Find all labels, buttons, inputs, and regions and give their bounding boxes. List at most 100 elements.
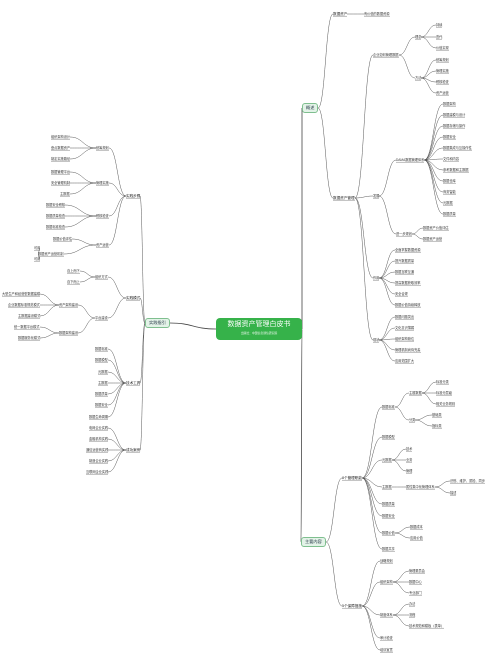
node-pr-case[interactable]: 成功案例: [126, 448, 141, 452]
node-ov-m1[interactable]: 统筹规划: [436, 58, 449, 62]
node-pr-m2b1[interactable]: 统一数据平台模式: [14, 325, 40, 329]
node-mn-f8[interactable]: 数据共享: [382, 547, 395, 551]
node-pr-m2a1[interactable]: 大型生产和经营型数据建模: [2, 292, 41, 296]
node-pr-s4b2[interactable]: 可用: [34, 257, 41, 261]
node-ov-c2[interactable]: 迭代: [436, 35, 443, 39]
node-pr-m2b2[interactable]: 数据服务化模式: [18, 336, 41, 340]
node-pr-s3[interactable]: 稽核检查: [96, 214, 109, 218]
node-ov-d8[interactable]: 数据仓库: [443, 179, 456, 183]
node-pr-m2a3[interactable]: 主数据建设模式: [18, 314, 41, 318]
node-pr-c5[interactable]: 互联网企业实践: [86, 470, 109, 474]
node-mn-g2b[interactable]: 数据中心: [409, 580, 422, 584]
node-pr-s2b[interactable]: 安全管理机制: [51, 181, 71, 185]
node-ov-d1[interactable]: 数据架构: [443, 102, 456, 106]
node-mn-g3a[interactable]: 办法: [409, 602, 416, 606]
node-mn-f6[interactable]: 数据安全: [382, 514, 395, 518]
node-pr-s4b[interactable]: 数据资产运营机制: [38, 252, 64, 256]
node-pr-m1[interactable]: 组织方式: [95, 275, 108, 279]
node-pr-s1b[interactable]: 盘点数据资产: [51, 146, 71, 150]
node-mn-f1a3[interactable]: 相关业务规则: [436, 402, 456, 406]
node-ov-m2[interactable]: 管理实施: [436, 69, 449, 73]
node-ov-r1[interactable]: 全面掌握数据资源: [395, 248, 421, 252]
node-pr-s2[interactable]: 管理实施: [96, 181, 109, 185]
node-pr-s4b1[interactable]: 可用: [34, 246, 41, 250]
node-mn-f1a2[interactable]: 标准分层级: [436, 391, 452, 395]
node-pr-t4[interactable]: 主数据: [98, 381, 108, 385]
node-ov-h5[interactable]: 应用范围扩大: [395, 359, 415, 363]
node-mn-g2c[interactable]: 专业部门: [409, 591, 422, 595]
node-ov-d9[interactable]: 商务智能: [443, 190, 456, 194]
node-ov-method[interactable]: 方法: [415, 76, 422, 80]
node-mn-f1a[interactable]: 主题数据: [409, 391, 422, 395]
central-topic[interactable]: 数据资产管理白皮书 出版社：中国信息通信研究院: [216, 318, 302, 340]
node-pr-c4[interactable]: 制造企业实践: [89, 459, 109, 463]
node-ov-d10[interactable]: 元数据: [443, 201, 453, 205]
node-mn-f4a2[interactable]: 描述: [450, 491, 457, 495]
node-ov-c3[interactable]: 价值实现: [436, 46, 449, 50]
node-mn-f3a[interactable]: 技术: [406, 447, 413, 451]
node-mn-f1a1[interactable]: 标准分类: [436, 380, 449, 384]
node-ov-m3[interactable]: 稽核检查: [436, 80, 449, 84]
node-pr-m2a[interactable]: 资产架构建设: [59, 303, 79, 307]
node-mn-g3[interactable]: 制度体系: [380, 613, 393, 617]
node-pr-m1b[interactable]: 自下而上: [67, 280, 80, 284]
node-pr-s1[interactable]: 统筹规划: [96, 146, 109, 150]
node-mn-f7[interactable]: 数据价值: [382, 531, 395, 535]
node-mn-f4[interactable]: 主数据: [382, 485, 392, 489]
node-mn-g4[interactable]: 审计检查: [380, 636, 393, 640]
node-mn-g1[interactable]: 战略规划: [380, 559, 393, 563]
node-pr-t5[interactable]: 数据质量: [95, 392, 108, 396]
node-mn-f7a[interactable]: 数据成本: [410, 525, 423, 529]
node-ov-d2[interactable]: 数据建模与设计: [443, 113, 466, 117]
node-pr-s2a[interactable]: 数据管理平台: [51, 170, 71, 174]
node-ov-r2[interactable]: 提升数据质量: [395, 259, 415, 263]
node-ov-h1[interactable]: 数据问题突出: [395, 315, 415, 319]
node-ov-role[interactable]: 作用: [373, 276, 380, 280]
node-pr-t2[interactable]: 数据模型: [95, 358, 108, 362]
node-ov-f1[interactable]: 数据资产价值评估: [423, 226, 449, 230]
node-ov-d7[interactable]: 参考数据和主数据: [443, 168, 469, 172]
node-mn-f1[interactable]: 数据标准: [382, 405, 395, 409]
node-pr-s4[interactable]: 资产运营: [96, 243, 109, 247]
node-mn-f5[interactable]: 数据质量: [382, 502, 395, 506]
node-mn-g3b[interactable]: 流程: [409, 613, 416, 617]
node-pr-s3c[interactable]: 数据标准检查: [46, 225, 66, 229]
node-ov-r6[interactable]: 数据价值持续释放: [395, 303, 421, 307]
node-ov-r4[interactable]: 提高数据获取效率: [395, 281, 421, 285]
node-mn-f2[interactable]: 数据模型: [382, 435, 395, 439]
node-ov-dama[interactable]: DAMA数据管理体系: [396, 158, 425, 162]
node-pr-c2[interactable]: 金融机构实践: [89, 437, 109, 441]
node-ov-da[interactable]: 数据资产: [333, 12, 348, 16]
node-pr-s3a[interactable]: 数据安全稽核: [46, 203, 66, 207]
node-ov-da-def[interactable]: 有价值的数据资源: [364, 12, 390, 16]
node-ov-m4[interactable]: 资产运营: [436, 91, 449, 95]
node-pr-tools[interactable]: 技术工具: [126, 381, 141, 385]
node-pr-t7[interactable]: 数据生命周期: [89, 415, 109, 419]
node-pr-t3[interactable]: 元数据: [98, 370, 108, 374]
node-ov-h3[interactable]: 组织架构缺位: [395, 337, 415, 341]
node-ov-d5[interactable]: 数据集成与互操作性: [443, 146, 472, 150]
node-mn-f3b[interactable]: 业务: [406, 458, 413, 462]
node-ov-f2[interactable]: 数据资产运营: [423, 237, 443, 241]
node-pr-s3b[interactable]: 数据质量检查: [46, 214, 66, 218]
node-pr-mode[interactable]: 实践模式: [126, 296, 141, 300]
node-ov-d4[interactable]: 数据安全: [443, 135, 456, 139]
node-ov-h4[interactable]: 管理机制尚待完善: [395, 348, 421, 352]
node-ov-d3[interactable]: 数据存储与操作: [443, 124, 466, 128]
node-ov-further[interactable]: 进一步规划: [396, 232, 412, 236]
node-ov-r3[interactable]: 数据互联互通: [395, 270, 415, 274]
node-ov-mgmt[interactable]: 数据资产管理: [333, 196, 355, 200]
node-ov-c1[interactable]: 持续: [436, 23, 443, 27]
node-mn-f1b[interactable]: 分类: [409, 418, 416, 422]
node-pr-steps[interactable]: 实践步骤: [126, 194, 141, 198]
node-pr-c1[interactable]: 电网企业实践: [89, 426, 109, 430]
node-ov-gov[interactable]: 企业如何管理数据: [373, 53, 399, 57]
node-mn-g3c[interactable]: 技术规范和模板（表单）: [409, 624, 445, 628]
node-ov-concept[interactable]: 理念: [415, 35, 422, 39]
node-pr-t1[interactable]: 数据标准: [95, 347, 108, 351]
node-pr-s4a[interactable]: 数据价值评估: [53, 237, 73, 241]
node-mn-guar[interactable]: 5个保障措施: [342, 604, 362, 608]
node-pr-m2b[interactable]: 数据架构建设: [59, 331, 79, 335]
node-mn-f7b[interactable]: 应用价值: [410, 536, 423, 540]
node-ov-challenge[interactable]: 现状: [373, 338, 380, 342]
